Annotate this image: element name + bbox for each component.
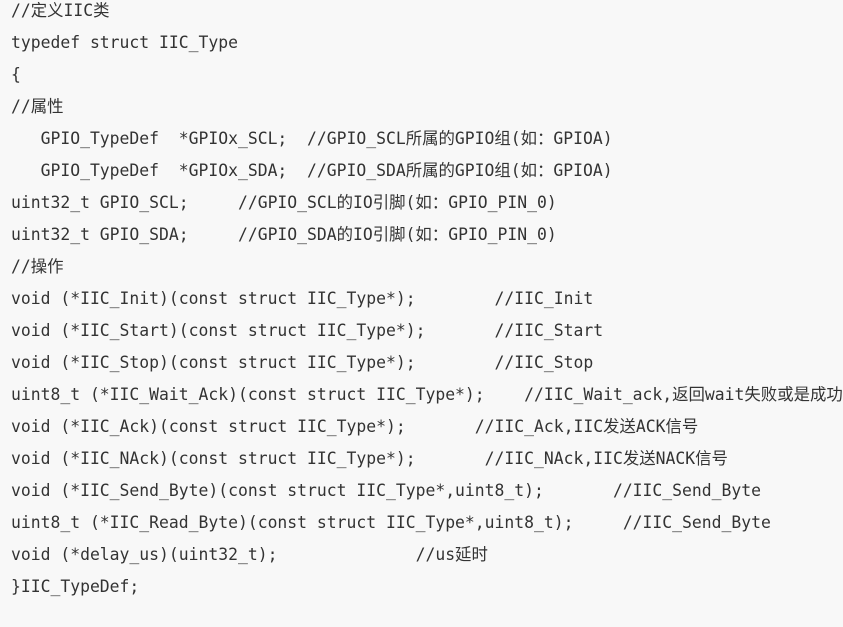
code-line: void (*IIC_NAck)(const struct IIC_Type*)… — [11, 449, 728, 468]
code-line: //操作 — [11, 257, 64, 276]
code-line: uint32_t GPIO_SDA; //GPIO_SDA的IO引脚(如：GPI… — [11, 225, 557, 244]
code-line: //定义IIC类 — [11, 1, 110, 20]
code-line: GPIO_TypeDef *GPIOx_SDA; //GPIO_SDA所属的GP… — [11, 161, 613, 180]
code-line: uint32_t GPIO_SCL; //GPIO_SCL的IO引脚(如：GPI… — [11, 193, 557, 212]
code-line: }IIC_TypeDef; — [11, 577, 140, 596]
code-line: void (*IIC_Stop)(const struct IIC_Type*)… — [11, 353, 594, 372]
code-line: void (*delay_us)(uint32_t); //us延时 — [11, 545, 488, 564]
code-line: typedef struct IIC_Type — [11, 33, 238, 52]
code-line: uint8_t (*IIC_Read_Byte)(const struct II… — [11, 513, 771, 532]
code-line: void (*IIC_Start)(const struct IIC_Type*… — [11, 321, 604, 340]
code-line: { — [11, 65, 21, 84]
code-line: void (*IIC_Ack)(const struct IIC_Type*);… — [11, 417, 699, 436]
code-line: void (*IIC_Init)(const struct IIC_Type*)… — [11, 289, 594, 308]
code-line: GPIO_TypeDef *GPIOx_SCL; //GPIO_SCL所属的GP… — [11, 129, 613, 148]
code-line: uint8_t (*IIC_Wait_Ack)(const struct IIC… — [11, 385, 843, 404]
code-block: //定义IIC类 typedef struct IIC_Type { //属性 … — [11, 1, 843, 596]
code-line: void (*IIC_Send_Byte)(const struct IIC_T… — [11, 481, 761, 500]
code-line: //属性 — [11, 97, 64, 116]
